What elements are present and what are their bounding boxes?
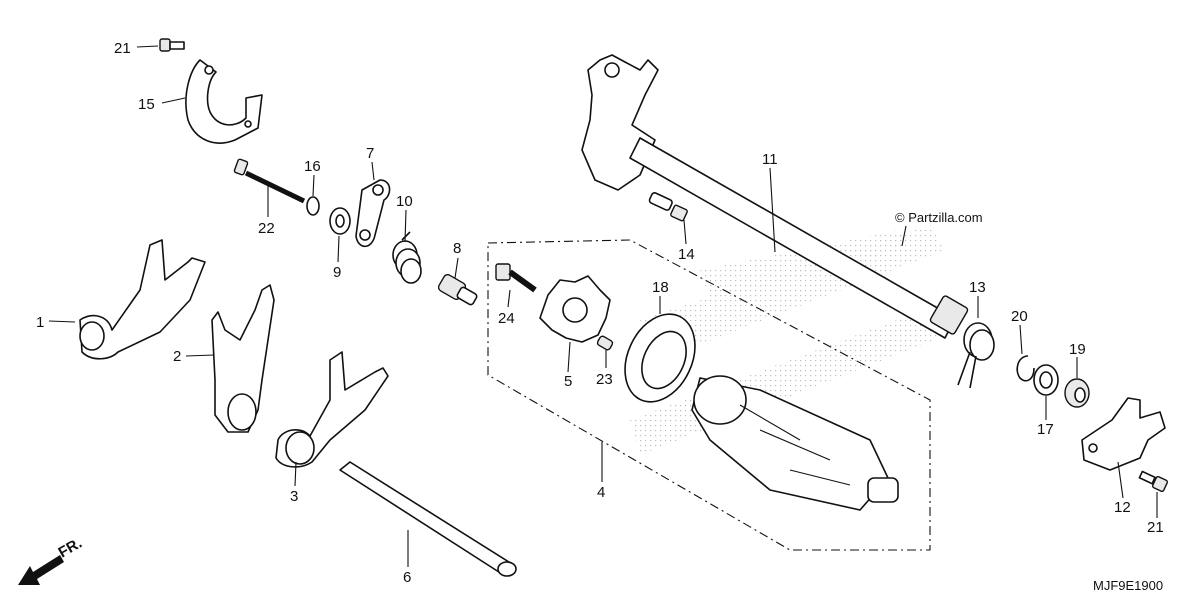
callout-12: 12: [1114, 499, 1131, 516]
callout-2: 2: [173, 348, 181, 365]
washer-16: [306, 196, 320, 216]
shift-fork-1: [79, 239, 206, 360]
leader-lines: [48, 45, 1158, 567]
callout-19: 19: [1069, 341, 1086, 358]
washer-17: [1033, 364, 1059, 396]
callout-14: 14: [678, 246, 695, 263]
callout-18: 18: [652, 279, 669, 296]
callout-10: 10: [396, 193, 413, 210]
pin-8: [437, 273, 478, 306]
bearing-18: [624, 313, 696, 403]
callout-1: 1: [36, 314, 44, 331]
callout-17: 17: [1037, 421, 1054, 438]
callout-3: 3: [290, 488, 298, 505]
callout-8: 8: [453, 240, 461, 257]
callout-21-bottom: 21: [1147, 519, 1164, 536]
assembly-boundary: [487, 239, 931, 551]
dowel-pin-23: [596, 335, 614, 351]
callout-20: 20: [1011, 308, 1028, 325]
callout-23: 23: [596, 371, 613, 388]
star-plate-5: [539, 275, 611, 343]
shift-drum-4: [691, 375, 899, 511]
callout-11: 11: [762, 151, 778, 168]
callout-15: 15: [138, 96, 155, 113]
collar-9: [329, 207, 351, 235]
callout-13: 13: [969, 279, 986, 296]
callout-7: 7: [366, 145, 374, 162]
shift-shaft-11: [581, 54, 969, 339]
spring-13: [957, 322, 995, 389]
callout-9: 9: [333, 264, 341, 281]
bolt-21-bottom: [1138, 470, 1169, 493]
callout-4: 4: [597, 484, 605, 501]
callout-5: 5: [564, 373, 572, 390]
callout-24: 24: [498, 310, 515, 327]
collar-19: [1064, 378, 1090, 408]
stopper-arm-7: [355, 179, 391, 248]
pin-bolt-14: [648, 192, 688, 222]
plate-12: [1081, 397, 1166, 471]
front-arrow-icon: FR.: [18, 535, 85, 585]
callout-16: 16: [304, 158, 321, 175]
diagram-code: MJF9E1900: [1093, 578, 1163, 593]
fork-shaft-6: [339, 461, 517, 577]
shift-fork-3: [275, 351, 389, 468]
bolt-22: [233, 158, 306, 204]
callout-6: 6: [403, 569, 411, 586]
bolt-24: [495, 263, 537, 293]
circlip-20: [1016, 355, 1035, 382]
callout-22: 22: [258, 220, 275, 237]
watermark: © Partzilla.com: [895, 210, 983, 225]
callout-21-top: 21: [114, 40, 131, 57]
spring-10: [392, 231, 422, 284]
shift-fork-2: [211, 284, 275, 433]
bracket-15: [185, 59, 263, 144]
bolt-21-top: [159, 38, 185, 52]
